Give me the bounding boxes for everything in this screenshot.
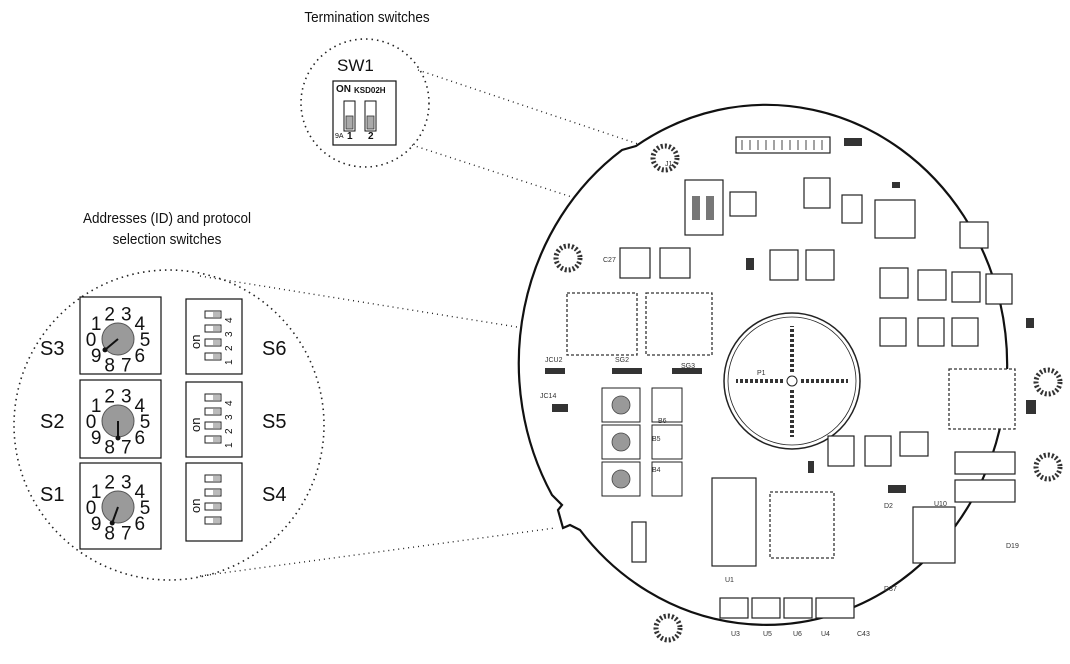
dial-digit: 0 [86, 330, 97, 351]
svg-text:U5: U5 [763, 631, 772, 638]
svg-text:SG3: SG3 [681, 363, 695, 370]
svg-text:B6: B6 [658, 418, 667, 425]
sw1-position-2: 2 [368, 131, 374, 142]
svg-text:C27: C27 [603, 257, 616, 264]
svg-text:D37: D37 [884, 586, 897, 593]
dial-digit: 6 [135, 514, 146, 535]
dip-number: 3 [224, 331, 235, 337]
dial-digit: 4 [135, 396, 146, 417]
svg-text:P1: P1 [757, 370, 766, 377]
dip-switch-s5: on 1 2 3 4 [188, 393, 235, 448]
rotary-label-s2: S2 [40, 411, 65, 433]
dial-digit: 3 [121, 304, 132, 325]
dip-label-s5: S5 [262, 411, 287, 433]
dial-digit: 8 [104, 356, 115, 377]
sw1-position-1: 1 [347, 131, 353, 142]
dip-number: 3 [224, 414, 235, 420]
svg-text:U6: U6 [793, 631, 802, 638]
dial-digit: 2 [104, 304, 115, 325]
dial-digit: 5 [140, 498, 151, 519]
dial-digit: 4 [135, 482, 146, 503]
sw1-title: SW1 [337, 56, 374, 75]
dip-number: 1 [224, 359, 235, 365]
dial-digit: 0 [86, 412, 97, 433]
dip-label-s6: S6 [262, 338, 287, 360]
rotary-switch-boxes [79, 296, 162, 550]
svg-text:SG2: SG2 [615, 357, 629, 364]
svg-text:U1: U1 [725, 577, 734, 584]
dial-digit: 2 [104, 472, 115, 493]
svg-text:B5: B5 [652, 436, 661, 443]
svg-text:B4: B4 [652, 467, 661, 474]
dial-digit: 6 [135, 346, 146, 367]
dial-digit: 6 [135, 428, 146, 449]
dial-digit: 1 [91, 314, 102, 335]
sw1-zoom-circle [300, 38, 430, 168]
dial-digit: 3 [121, 472, 132, 493]
sw1-ref-label: 9A [335, 133, 344, 140]
svg-text:JCU2: JCU2 [545, 357, 563, 364]
dial-digit: 7 [121, 524, 132, 545]
svg-text:U10: U10 [934, 501, 947, 508]
dip-switch-s4: on [188, 474, 222, 525]
dial-digit: 7 [121, 356, 132, 377]
svg-text:D2: D2 [884, 503, 893, 510]
dial-digit: 5 [140, 412, 151, 433]
dial-digit: 4 [135, 314, 146, 335]
svg-text:D19: D19 [1006, 543, 1019, 550]
dip-on-label: on [188, 499, 203, 513]
addresses-caption-line2: selection switches [112, 231, 222, 248]
zoom-lines [199, 69, 668, 577]
dial-digit: 8 [104, 524, 115, 545]
sw1-on-label: ON [336, 84, 351, 95]
dial-digit: 2 [104, 386, 115, 407]
dial-digit: 9 [91, 514, 102, 535]
address-zoom-circle [13, 269, 325, 581]
dip-switch-s6: on 1 2 3 4 [188, 310, 235, 365]
termination-caption: Termination switches [304, 9, 430, 26]
rotary-label-s1: S1 [40, 484, 65, 506]
rotary-label-s3: S3 [40, 338, 65, 360]
dip-number: 2 [224, 345, 235, 351]
svg-text:U4: U4 [821, 631, 830, 638]
dip-on-label: on [188, 335, 203, 349]
dial-digit: 3 [121, 386, 132, 407]
sw1-switch-block [332, 80, 397, 146]
circuit-board: C27 J1 P1 SG3 SG2 JCU2 JC14 B6 B5 B4 U1 … [517, 103, 1063, 643]
dial-digit: 1 [91, 396, 102, 417]
dial-digit: 9 [91, 428, 102, 449]
dip-number: 1 [224, 442, 235, 448]
svg-text:C43: C43 [857, 631, 870, 638]
svg-text:J1: J1 [665, 161, 673, 168]
dip-on-label: on [188, 418, 203, 432]
sw1-part-label: KSD02H [354, 86, 386, 95]
dial-digit: 8 [104, 438, 115, 459]
svg-text:JC14: JC14 [540, 393, 556, 400]
dip-number: 4 [224, 400, 235, 406]
dial-digit: 1 [91, 482, 102, 503]
addresses-caption-line1: Addresses (ID) and protocol [82, 210, 252, 227]
dip-number: 4 [224, 317, 235, 323]
dial-digit: 7 [121, 438, 132, 459]
dip-label-s4: S4 [262, 484, 287, 506]
dial-digit: 5 [140, 330, 151, 351]
svg-text:U3: U3 [731, 631, 740, 638]
dial-digit: 9 [91, 346, 102, 367]
dial-digit: 0 [86, 498, 97, 519]
dip-number: 2 [224, 428, 235, 434]
